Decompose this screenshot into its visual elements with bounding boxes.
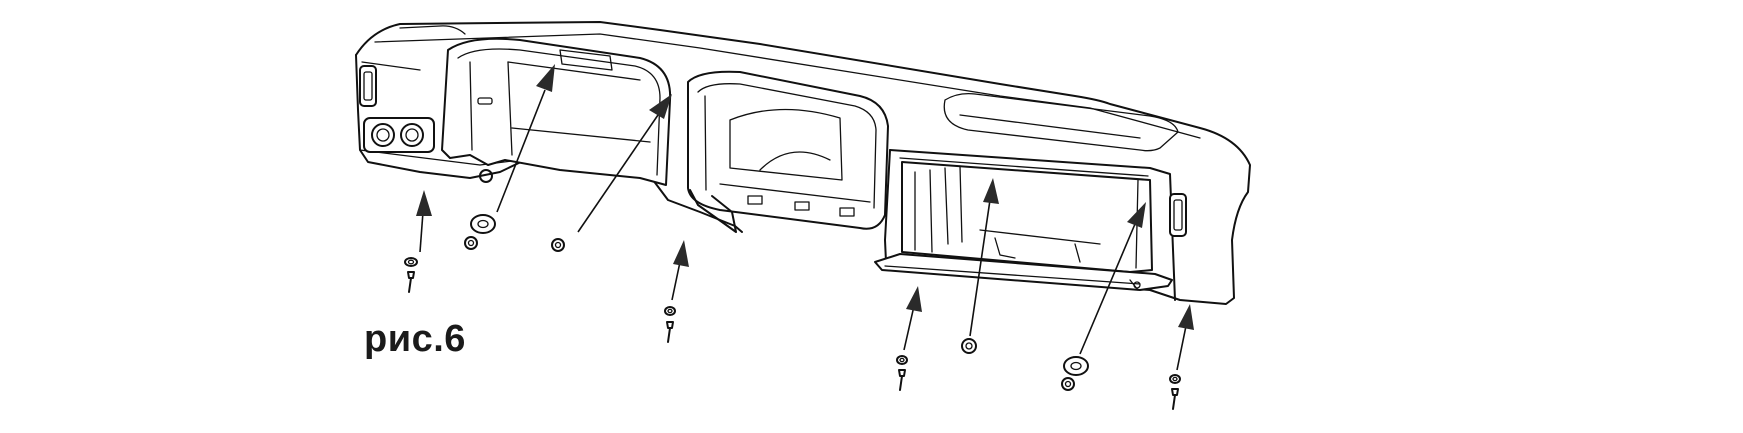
- fastener-screw-2: [664, 306, 676, 343]
- left-switch-panel: [363, 117, 435, 153]
- dashboard-panel: [355, 21, 1251, 305]
- left-air-vent: [359, 65, 377, 107]
- right-air-vent: [1169, 193, 1187, 237]
- glovebox: [901, 161, 1153, 273]
- fastener-nut-1: [551, 238, 565, 252]
- fastener-screw-1: [404, 257, 418, 293]
- arrow-1: [416, 190, 432, 253]
- instrument-cluster-recess: [441, 37, 672, 186]
- fastener-nut-2: [961, 338, 977, 354]
- arrow-8: [1176, 304, 1194, 371]
- fastener-screw-4: [1169, 374, 1181, 410]
- fastener-nut-washer-1: [464, 214, 496, 250]
- glovebox-lid: [874, 253, 1173, 291]
- figure-caption: рис.6: [364, 318, 466, 360]
- arrow-2: [496, 64, 555, 213]
- assembly-arrows: [416, 64, 1194, 371]
- fastener-nut-washer-2: [1061, 356, 1089, 391]
- arrow-5: [903, 286, 922, 351]
- fastener-screw-3: [896, 355, 908, 391]
- center-console: [687, 70, 889, 233]
- arrow-4: [671, 240, 689, 301]
- arrow-7: [1079, 202, 1146, 355]
- arrow-3: [577, 94, 672, 233]
- arrow-6: [969, 178, 999, 337]
